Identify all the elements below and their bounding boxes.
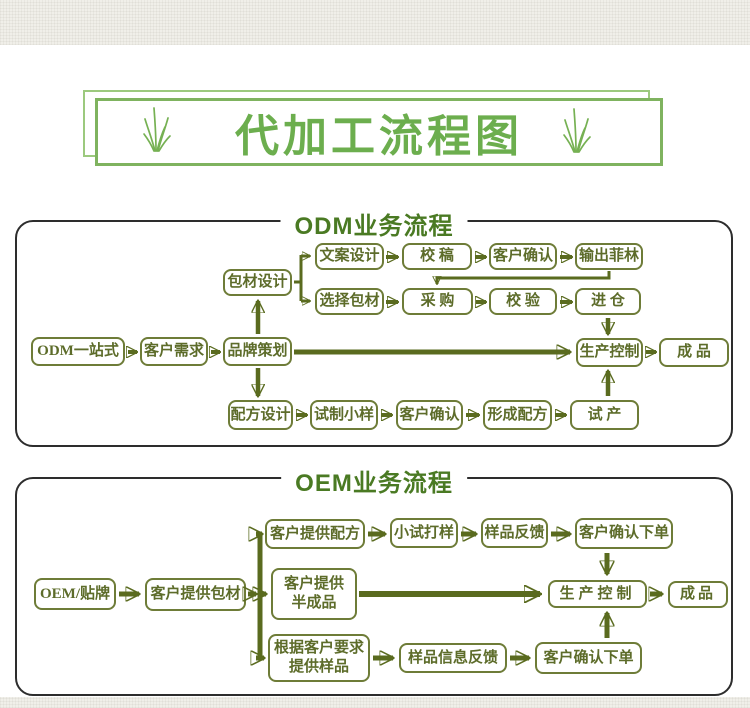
node-trial-production: 试 产 xyxy=(570,400,639,430)
node-client-provides-packaging: 客户提供包材 xyxy=(145,578,246,611)
node-proofreading: 校 稿 xyxy=(402,243,472,270)
top-texture-strip xyxy=(0,0,750,45)
node-sample-feedback: 样品反馈 xyxy=(481,518,548,548)
oem-flow-section: OEM业务流程 OEM/贴牌 客户提供包材 客户提供配方 小试打样 样品反馈 客… xyxy=(15,463,733,696)
grass-icon xyxy=(143,107,171,152)
node-purchase: 采 购 xyxy=(402,288,473,315)
node-packaging-design: 包材设计 xyxy=(223,269,292,296)
oem-section-title: OEM业务流程 xyxy=(281,463,467,498)
node-brand-planning: 品牌策划 xyxy=(223,337,292,366)
node-production-control: 生产控制 xyxy=(548,580,647,608)
node-production-control: 生产控制 xyxy=(576,338,643,367)
odm-flow-section: ODM业务流程 包材设计 文案设计 校 稿 客户确认 输出菲林 选择包材 采 购… xyxy=(15,206,733,447)
page-title: 代加工流程图 xyxy=(235,112,523,161)
node-finished-product: 成品 xyxy=(668,581,728,608)
node-oem-private-label: OEM/贴牌 xyxy=(34,578,116,610)
node-client-needs: 客户需求 xyxy=(140,337,208,366)
node-film-output: 输出菲林 xyxy=(575,243,643,270)
node-form-formula: 形成配方 xyxy=(483,400,552,430)
bottom-texture-strip xyxy=(0,697,750,708)
node-trial-sample: 试制小样 xyxy=(310,400,378,430)
node-small-trial-sample: 小试打样 xyxy=(390,518,458,548)
odm-section-title: ODM业务流程 xyxy=(280,206,468,241)
node-client-confirm-order: 客户确认下单 xyxy=(575,518,673,549)
node-finished-product: 成 品 xyxy=(659,338,729,367)
node-client-confirm: 客户确认 xyxy=(489,243,557,270)
node-client-confirm-order: 客户确认下单 xyxy=(535,642,642,674)
node-formula-design: 配方设计 xyxy=(228,400,293,430)
node-copy-design: 文案设计 xyxy=(315,243,384,270)
node-odm-one-stop: ODM一站式 xyxy=(31,337,125,366)
node-warehouse-in: 进 仓 xyxy=(575,288,641,315)
node-client-confirm: 客户确认 xyxy=(396,400,463,430)
node-client-request-sample: 根据客户要求 提供样品 xyxy=(268,634,370,682)
node-client-semi-finished: 客户提供 半成品 xyxy=(271,568,357,620)
grass-icon xyxy=(563,108,591,153)
node-select-packaging: 选择包材 xyxy=(315,288,384,315)
node-sample-info-feedback: 样品信息反馈 xyxy=(399,643,507,673)
node-client-provides-formula: 客户提供配方 xyxy=(265,519,365,549)
node-inspection: 校 验 xyxy=(489,288,557,315)
